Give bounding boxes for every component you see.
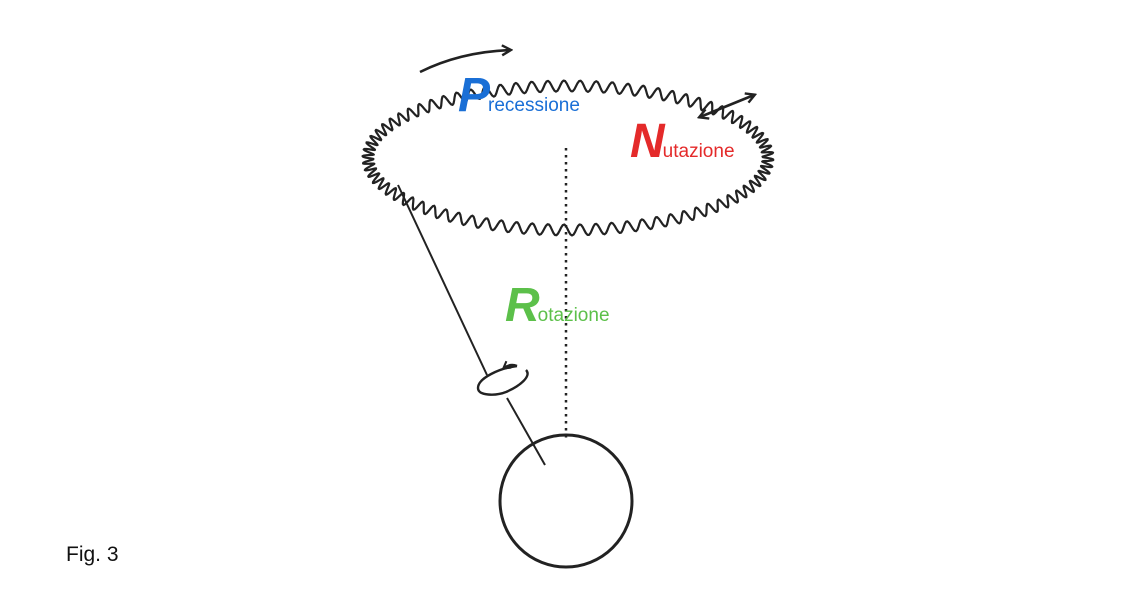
double-headed-arrow-icon — [700, 95, 754, 117]
nutation-suffix: utazione — [662, 141, 735, 162]
spin-axis-upper — [397, 184, 488, 376]
precession-initial: P — [458, 69, 490, 122]
spin-axis-lower — [506, 397, 546, 466]
curved-arrow-right-icon — [419, 50, 510, 74]
rotation-initial: R — [505, 279, 540, 332]
rotation-suffix: otazione — [537, 305, 610, 326]
circular-arrow-icon — [476, 365, 529, 396]
rotation-label: Rotazione — [505, 282, 610, 330]
nutation-wavy-orbit — [361, 79, 775, 237]
precession-suffix: recessione — [488, 95, 580, 116]
nutation-initial: N — [630, 115, 665, 168]
figure-caption: Fig. 3 — [66, 543, 119, 566]
precession-label: Precessione — [458, 72, 580, 120]
earth-circle — [498, 433, 634, 569]
nutation-label: Nutazione — [630, 118, 735, 166]
